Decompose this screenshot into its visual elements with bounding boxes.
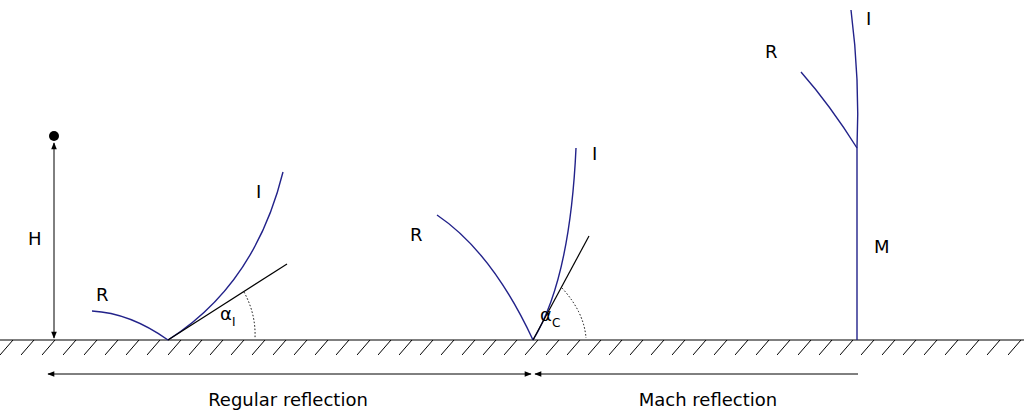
angle-subscript: I bbox=[232, 316, 236, 328]
region-label: Mach reflection bbox=[639, 391, 777, 409]
tangent-line bbox=[168, 264, 287, 340]
mach-stem bbox=[856, 148, 857, 340]
reflected-shock bbox=[801, 72, 857, 148]
shock-label: I bbox=[256, 183, 261, 201]
region-label: Regular reflection bbox=[208, 391, 368, 409]
reflected-shock bbox=[92, 311, 168, 340]
angle-arc bbox=[562, 288, 586, 338]
incident-shock bbox=[851, 10, 858, 148]
shock-label: R bbox=[410, 226, 423, 244]
ground-line bbox=[0, 339, 1024, 340]
mach-stem-label: M bbox=[874, 238, 890, 256]
angle-symbol: α bbox=[220, 305, 232, 323]
height-label: H bbox=[28, 230, 42, 248]
shock-label: I bbox=[592, 145, 597, 163]
angle-subscript: C bbox=[552, 317, 560, 329]
ground-hatching bbox=[0, 340, 1024, 355]
angle-arc bbox=[244, 292, 255, 338]
angle-symbol: α bbox=[540, 306, 552, 324]
incident-shock bbox=[168, 172, 283, 340]
height-arrow bbox=[54, 143, 55, 338]
reflected-shock bbox=[437, 215, 533, 340]
incident-shock bbox=[533, 148, 576, 340]
tangent-line bbox=[533, 236, 589, 340]
shock-label: R bbox=[96, 286, 109, 304]
shock-label: I bbox=[866, 10, 871, 28]
range-arrow bbox=[535, 374, 858, 375]
shock-label: R bbox=[765, 43, 778, 61]
range-arrow bbox=[48, 374, 531, 375]
burst-point bbox=[49, 131, 59, 141]
